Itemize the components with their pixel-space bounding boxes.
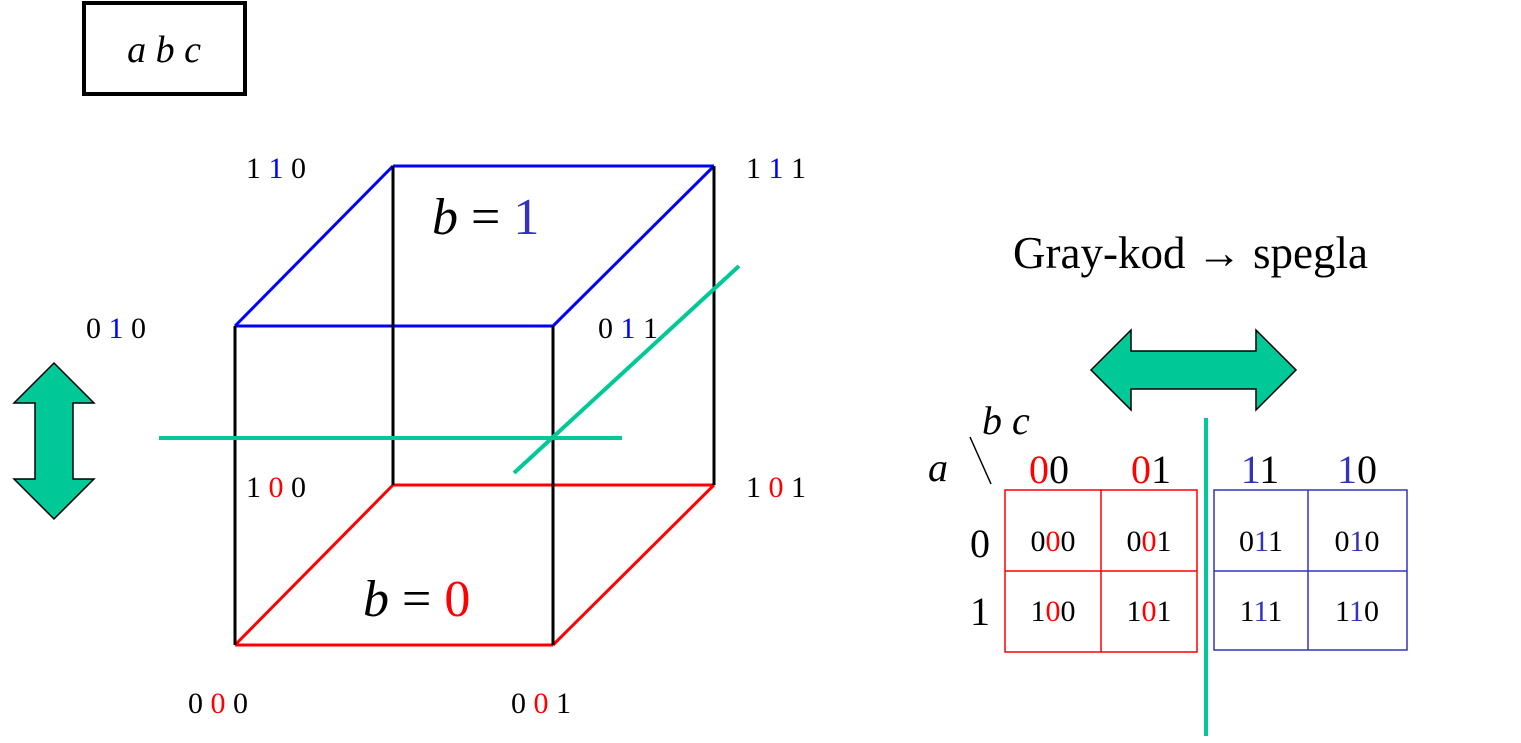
kmap-row-header: 0 xyxy=(970,521,990,566)
kmap-row-variable: a xyxy=(928,445,948,490)
vertex-label-111: 1 1 1 xyxy=(746,152,806,185)
vertex-labels: 1 1 0 1 1 1 0 1 0 0 1 1 1 0 0 1 0 1 0 0 … xyxy=(86,152,806,720)
kmap-row-header: 1 xyxy=(970,589,990,634)
kmap-cell: 110 xyxy=(1335,595,1379,628)
kmap-cell: 000 xyxy=(1031,525,1076,558)
variables-box-frame xyxy=(82,1,247,96)
vertex-label-000: 0 0 0 xyxy=(188,687,248,720)
face-label-bottom: b = 0 xyxy=(363,571,470,628)
cube-edge-top-left xyxy=(233,164,395,328)
vertex-label-011: 0 1 1 xyxy=(598,312,658,345)
vertical-double-arrow-icon xyxy=(12,361,96,521)
kmap-col-header: 01 xyxy=(1131,447,1171,492)
horizontal-double-arrow-icon xyxy=(1089,328,1298,412)
kmap-cell: 011 xyxy=(1239,525,1283,558)
kmap-cell: 111 xyxy=(1240,595,1283,628)
vertex-label-110: 1 1 0 xyxy=(246,152,306,185)
cube xyxy=(233,164,716,647)
cut-line-diagonal xyxy=(512,264,741,475)
variables-box-label: a b c xyxy=(127,29,201,71)
vertex-label-010: 0 1 0 xyxy=(86,312,146,345)
variables-box: a b c xyxy=(82,1,247,96)
cube-edge-top-right xyxy=(551,164,716,328)
kmap-cell: 101 xyxy=(1127,595,1172,628)
face-label-top: b = 1 xyxy=(432,189,539,246)
kmap-col-header: 00 xyxy=(1029,447,1069,492)
vertex-label-001: 0 0 1 xyxy=(511,687,571,720)
cube-edge-bottom-right xyxy=(551,483,716,647)
kmap-block-b1 xyxy=(1213,489,1408,651)
kmap-corner-divider xyxy=(969,436,992,485)
karnaugh-map: a b c 00 01 11 10 0 1 000 001 xyxy=(928,398,1408,736)
kmap-col-header: 10 xyxy=(1337,447,1377,492)
cube-edge-bottom-left xyxy=(233,483,395,647)
vertex-label-100: 1 0 0 xyxy=(246,471,306,504)
gray-code-title: Gray-kod → spegla xyxy=(1013,228,1368,278)
kmap-cell: 100 xyxy=(1031,595,1076,628)
kmap-cell: 001 xyxy=(1127,525,1172,558)
kmap-col-variables: b c xyxy=(982,398,1030,443)
kmap-cell: 010 xyxy=(1335,525,1380,558)
vertex-label-101: 1 0 1 xyxy=(746,471,806,504)
kmap-col-header: 11 xyxy=(1241,447,1280,492)
